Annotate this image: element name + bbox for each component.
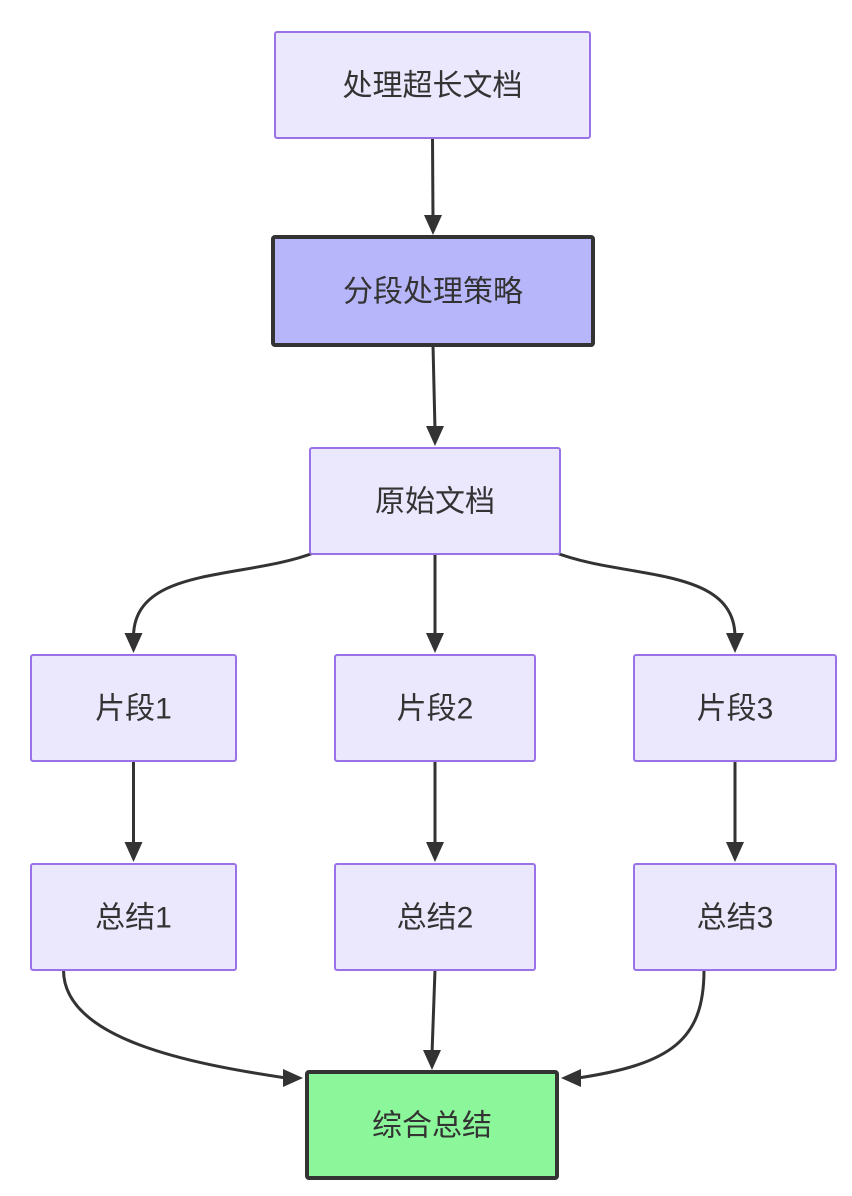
node-label: 片段3 bbox=[697, 693, 774, 726]
node-strategy[interactable]: 分段处理策略 bbox=[271, 235, 595, 347]
edge-arrowhead bbox=[561, 1069, 581, 1087]
edge-source-doc-to-chunk-2 bbox=[426, 554, 444, 653]
node-doc-task[interactable]: 处理超长文档 bbox=[274, 31, 591, 139]
node-final-summary[interactable]: 综合总结 bbox=[305, 1070, 559, 1180]
node-shape[interactable] bbox=[334, 863, 536, 971]
node-shape[interactable] bbox=[633, 654, 837, 762]
edge-layer bbox=[62, 137, 744, 1087]
edge-arrowhead bbox=[124, 633, 143, 653]
node-chunk-3[interactable]: 片段3 bbox=[633, 654, 837, 762]
node-summary-1[interactable]: 总结1 bbox=[30, 863, 237, 971]
node-label: 片段1 bbox=[95, 693, 172, 726]
node-shape[interactable] bbox=[30, 863, 237, 971]
edge-arrowhead bbox=[424, 215, 442, 235]
node-shape[interactable] bbox=[305, 1070, 559, 1180]
edge-source-doc-to-chunk-1 bbox=[124, 550, 317, 653]
edge-arrowhead bbox=[423, 1050, 441, 1070]
node-summary-2[interactable]: 总结2 bbox=[334, 863, 536, 971]
node-label: 综合总结 bbox=[372, 1110, 492, 1143]
node-label: 总结2 bbox=[397, 902, 474, 935]
node-shape[interactable] bbox=[633, 863, 837, 971]
edge-line bbox=[62, 969, 287, 1080]
edge-chunk-3-to-summary-3 bbox=[726, 761, 744, 862]
edge-summary-2-to-final-summary bbox=[423, 969, 441, 1070]
node-shape[interactable] bbox=[271, 235, 595, 347]
edge-chunk-1-to-summary-1 bbox=[124, 761, 143, 862]
edge-line bbox=[132, 550, 317, 638]
edge-arrowhead bbox=[426, 842, 444, 862]
edge-chunk-2-to-summary-2 bbox=[426, 761, 444, 862]
node-label: 片段2 bbox=[397, 693, 474, 726]
edge-summary-1-to-final-summary bbox=[62, 969, 303, 1087]
edge-arrowhead bbox=[426, 426, 444, 446]
node-label: 总结3 bbox=[697, 902, 774, 935]
node-chunk-1[interactable]: 片段1 bbox=[30, 654, 237, 762]
edge-arrowhead bbox=[283, 1069, 303, 1087]
edge-line bbox=[430, 969, 437, 1055]
edge-source-doc-to-chunk-3 bbox=[553, 550, 744, 653]
edge-doc-task-to-strategy bbox=[424, 137, 442, 235]
edge-line bbox=[577, 969, 706, 1080]
edge-line bbox=[431, 137, 435, 220]
edge-arrowhead bbox=[124, 842, 143, 862]
node-label: 处理超长文档 bbox=[343, 70, 523, 103]
node-shape[interactable] bbox=[30, 654, 237, 762]
edge-summary-3-to-final-summary bbox=[561, 969, 706, 1087]
node-label: 总结1 bbox=[95, 902, 172, 935]
edge-strategy-to-source-doc bbox=[426, 344, 444, 446]
node-label: 分段处理策略 bbox=[343, 276, 523, 309]
edge-arrowhead bbox=[726, 633, 744, 653]
node-shape[interactable] bbox=[309, 447, 561, 555]
edge-line bbox=[553, 550, 737, 638]
node-shape[interactable] bbox=[274, 31, 591, 139]
node-shape[interactable] bbox=[334, 654, 536, 762]
node-label: 原始文档 bbox=[375, 486, 495, 519]
node-summary-3[interactable]: 总结3 bbox=[633, 863, 837, 971]
edge-arrowhead bbox=[426, 633, 444, 653]
edge-arrowhead bbox=[726, 842, 744, 862]
node-chunk-2[interactable]: 片段2 bbox=[334, 654, 536, 762]
edge-line bbox=[431, 344, 437, 431]
node-source-doc[interactable]: 原始文档 bbox=[309, 447, 561, 555]
